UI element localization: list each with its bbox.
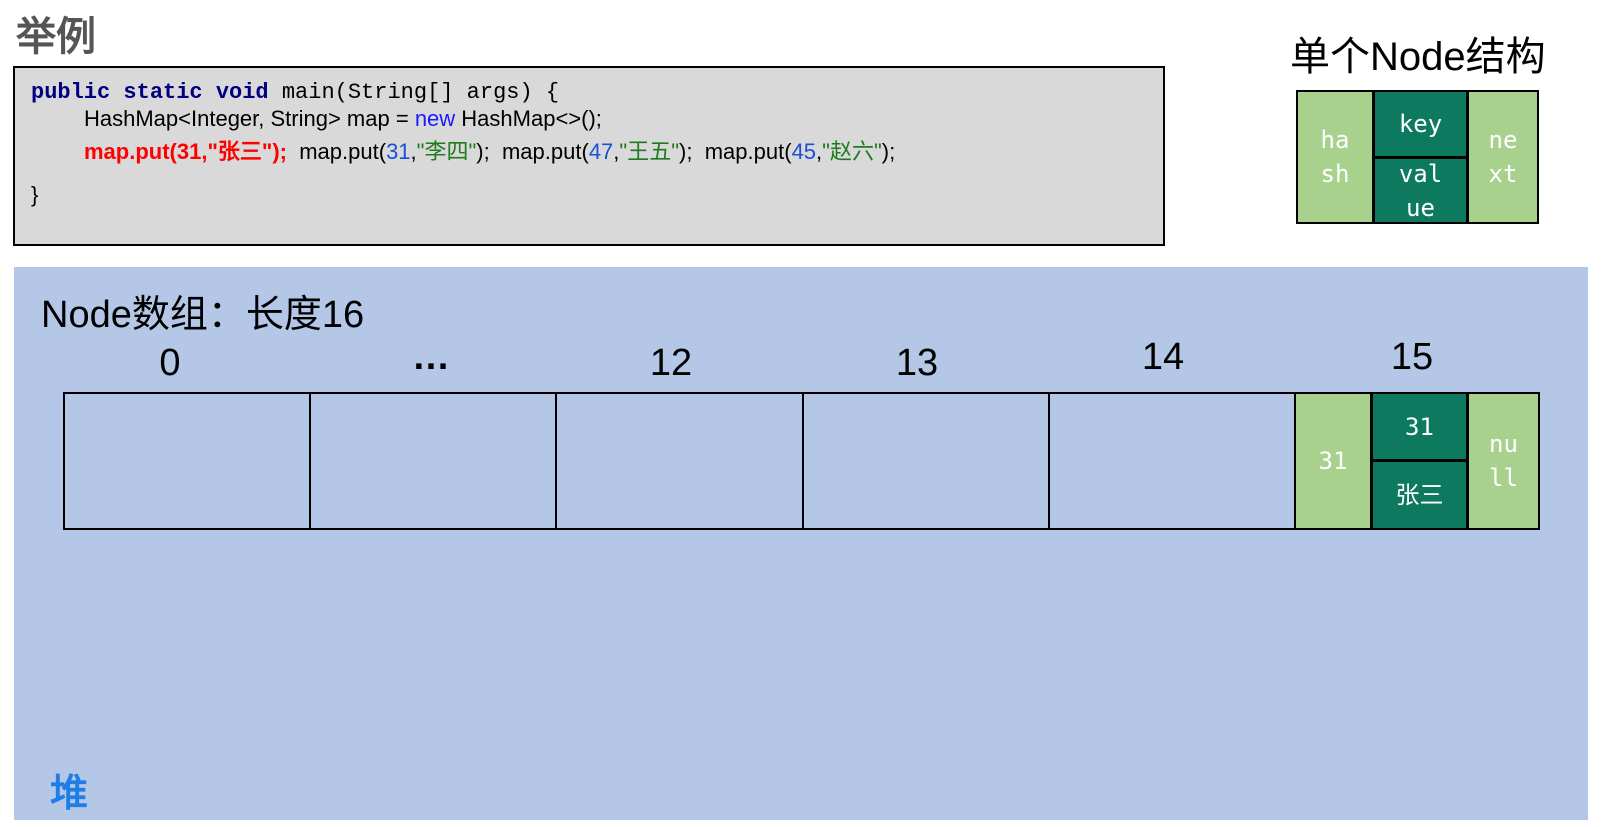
slot15-hash-cell: 31 [1294, 392, 1372, 530]
array-slot-13 [802, 392, 1050, 530]
node-key-cell: key [1373, 90, 1468, 158]
code-put-key: 47 [588, 139, 614, 164]
code-map-decl: HashMap<Integer, String> map = [84, 106, 415, 131]
code-put-value: "王五" [619, 139, 680, 164]
code-put-call: map.put( [299, 139, 387, 164]
code-put-highlight-string: "张三" [207, 139, 273, 164]
code-put-comma: , [613, 139, 620, 164]
node-structure-title: 单个Node结构 [1290, 35, 1546, 79]
code-closing-brace: } [31, 182, 39, 207]
code-map-init: HashMap<>(); [455, 106, 602, 131]
code-line-1: public static void main(String[] args) { [31, 78, 559, 105]
array-index-ellipsis: … [412, 336, 450, 378]
code-line-2: HashMap<Integer, String> map = new HashM… [84, 106, 602, 132]
array-index-15: 15 [1390, 336, 1434, 378]
node-array-label: Node数组：长度16 [41, 294, 365, 336]
code-line-3: map.put(31,"张三"); map.put(31,"李四"); map.… [84, 134, 895, 166]
heap-label: 堆 [50, 773, 89, 815]
code-new-keyword: new [414, 106, 456, 131]
array-slot-14 [1048, 392, 1296, 530]
array-index-12: 12 [649, 342, 693, 384]
node-next-cell: ne xt [1467, 90, 1539, 224]
slide-title: 举例 [16, 15, 96, 59]
code-main-signature: main(String[] args) { [268, 80, 560, 105]
code-put-call: map.put( [704, 139, 792, 164]
array-slot-12 [555, 392, 804, 530]
array-index-13: 13 [895, 342, 939, 384]
heap-area [14, 267, 1588, 820]
code-block: public static void main(String[] args) {… [13, 66, 1165, 246]
code-put-highlight-call: map.put(31, [84, 139, 208, 164]
code-put-close: ); [679, 139, 693, 164]
code-put-value: "赵六" [822, 139, 882, 164]
code-put-close: ); [881, 139, 896, 164]
node-value-cell: val ue [1373, 157, 1468, 224]
code-put-call: map.put( [501, 139, 589, 164]
array-slot-ellipsis [309, 392, 557, 530]
code-keywords: public static void [31, 80, 269, 105]
code-put-value: "李四" [416, 139, 477, 164]
code-put-comma: , [410, 139, 417, 164]
slot15-key-cell: 31 [1371, 392, 1468, 461]
array-index-14: 14 [1141, 336, 1185, 378]
code-put-key: 31 [386, 139, 411, 164]
code-put-comma: , [816, 139, 823, 164]
code-put-highlight-end: ); [272, 139, 287, 164]
code-put-key: 45 [791, 139, 817, 164]
node-hash-cell: ha sh [1296, 90, 1374, 224]
array-index-0: 0 [159, 342, 181, 384]
slot15-next-cell: nu ll [1467, 392, 1540, 530]
slot15-value-cell: 张三 [1371, 460, 1468, 530]
array-slot-0 [63, 392, 311, 530]
code-put-close: ); [476, 139, 490, 164]
